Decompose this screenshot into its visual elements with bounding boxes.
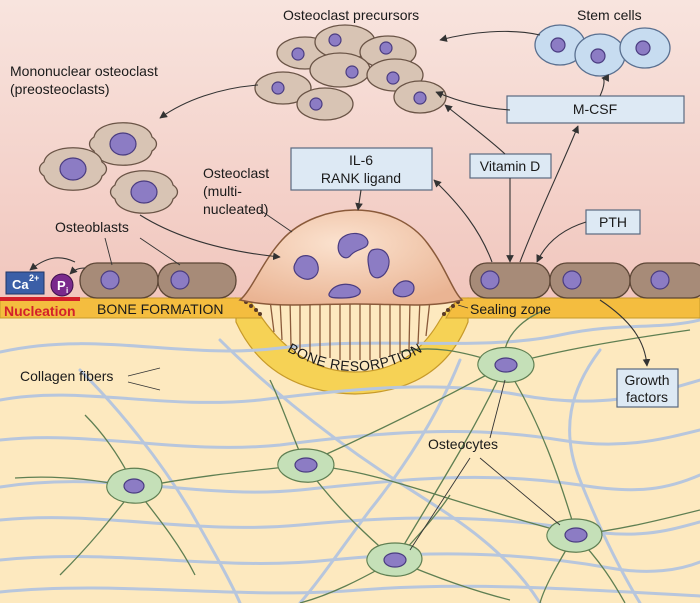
arrow-vitd-to-precursors bbox=[444, 104, 506, 155]
vitamin-d-label: Vitamin D bbox=[480, 158, 540, 174]
collagen-fibers-label: Collagen fibers bbox=[20, 368, 113, 384]
osteoclast-label-line2: (multi- bbox=[203, 183, 242, 199]
arrow-blasts-to-mcsf bbox=[519, 125, 579, 263]
arrow-blasts-to-il6 bbox=[433, 179, 493, 263]
arrow-mcsf-to-stem bbox=[599, 74, 609, 97]
sealing-zone-leader bbox=[457, 304, 469, 309]
osteoclast-label-leader bbox=[259, 209, 293, 233]
osteocyte-3-nucleus bbox=[494, 357, 518, 373]
preosteoclasts bbox=[38, 122, 179, 214]
sealing-zone-label: Sealing zone bbox=[470, 301, 551, 317]
arrow-il6-to-osteoclast bbox=[355, 189, 363, 211]
osteoblasts-label: Osteoblasts bbox=[55, 219, 129, 235]
osteocyte-4-nucleus bbox=[383, 552, 407, 568]
osteoclast-label-line3: nucleated) bbox=[203, 201, 268, 217]
collagen-fibers bbox=[0, 318, 700, 603]
nucleation-label: Nucleation bbox=[4, 303, 76, 319]
growth-factors-box bbox=[616, 368, 679, 408]
osteoclast-precursors-label: Osteoclast precursors bbox=[283, 7, 419, 23]
il6-rank-box bbox=[290, 147, 433, 191]
arrow-stem-to-precursors bbox=[439, 30, 541, 42]
osteocyte-1-nucleus bbox=[123, 478, 145, 494]
phosphate-circle bbox=[50, 273, 74, 297]
arrow-osteoblasts-to-ca bbox=[29, 257, 76, 271]
calcium-box bbox=[5, 271, 45, 295]
osteoblast-row bbox=[79, 262, 700, 299]
osteocyte-5-nucleus bbox=[564, 527, 588, 543]
bone-formation-label: BONE FORMATION bbox=[97, 301, 224, 317]
rank-ligand-label: RANK ligand bbox=[321, 170, 401, 186]
arrow-mcsf-to-precursors bbox=[435, 91, 511, 111]
phosphate-label: P bbox=[57, 278, 66, 293]
osteoblasts-leader-1 bbox=[104, 237, 113, 266]
osteoclast-precursors bbox=[254, 24, 447, 121]
osteoblasts-leader-2 bbox=[139, 237, 181, 266]
osteocytes-leader-1 bbox=[489, 379, 506, 439]
bone-surface-left bbox=[0, 297, 263, 319]
mcsf-label: M-CSF bbox=[573, 101, 617, 117]
pth-box bbox=[585, 209, 641, 235]
arrow-osteoblasts-to-pi bbox=[69, 266, 86, 275]
il6-label: IL-6 bbox=[349, 152, 373, 168]
osteoclast-label-line1: Osteoclast bbox=[203, 165, 269, 181]
vitamin-d-box bbox=[469, 153, 552, 179]
mononuclear-label-line2: (preosteoclasts) bbox=[10, 81, 110, 97]
collagen-leader-2 bbox=[127, 381, 161, 391]
osteocyte-network bbox=[14, 309, 700, 603]
arrow-precursors-to-preosteoclasts bbox=[159, 84, 259, 119]
arrow-to-growth-factors bbox=[599, 299, 651, 367]
osteoblast-4 bbox=[549, 262, 631, 299]
arrow-preosteoclasts-to-osteoclast bbox=[139, 214, 281, 261]
phosphate-subscript: i bbox=[66, 286, 68, 295]
pth-label: PTH bbox=[599, 214, 627, 230]
growth-factors-line1: Growth bbox=[624, 372, 669, 388]
osteocytes-leader-3 bbox=[479, 457, 561, 526]
calcium-label: Ca bbox=[12, 277, 29, 292]
growth-factors-line2: factors bbox=[626, 389, 668, 405]
osteocytes-label: Osteocytes bbox=[428, 436, 498, 452]
calcium-charge: 2+ bbox=[29, 273, 39, 283]
osteoclast-nuclei bbox=[293, 232, 415, 299]
collagen-leader-1 bbox=[127, 367, 161, 377]
osteocyte-2-nucleus bbox=[294, 457, 318, 473]
mononuclear-label-line1: Mononuclear osteoclast bbox=[10, 63, 158, 79]
nucleation-line bbox=[0, 297, 80, 301]
ruffled-border bbox=[269, 299, 431, 360]
mcsf-box bbox=[506, 95, 685, 124]
osteocytes-leader-2 bbox=[409, 457, 471, 551]
arrow-pth-to-blasts bbox=[536, 221, 587, 263]
stem-cells-label: Stem cells bbox=[577, 7, 642, 23]
stem-cells bbox=[534, 24, 671, 77]
osteoblast-2 bbox=[157, 262, 237, 299]
